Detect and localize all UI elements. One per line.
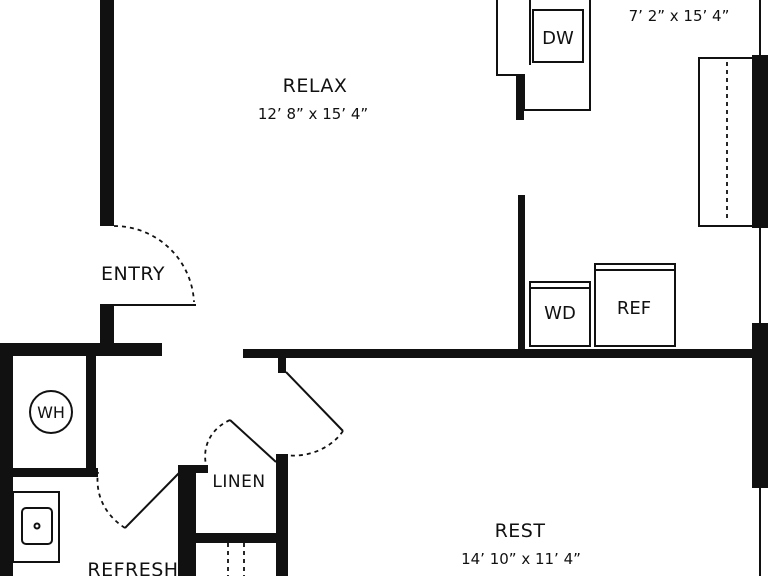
room-labels: RELAX 12’ 8” x 15’ 4” 7’ 2” x 15’ 4” ENT… [87,7,729,576]
wall-wh-west [0,343,13,576]
refresh-door-swing [96,471,126,529]
wall-linen-west [178,465,196,576]
wall-wh-east [86,355,96,472]
wall-corridor-top-left [0,343,162,356]
water-heater-circle [29,390,73,434]
washer-dryer-label: WD [544,303,576,324]
wall-linen-top [178,465,208,473]
refrigerator-box [594,263,676,347]
wall-door-stub [278,356,286,373]
room-rest-name: REST [495,520,546,542]
washer-dryer-box [529,281,591,347]
wall-kitchen-divider-upper [516,75,524,120]
fixtures [12,0,761,576]
refrigerator-label: REF [617,298,651,319]
dishwasher-box [532,9,584,63]
entry-door-swing [113,225,195,303]
east-cabinet [698,57,754,227]
wall-relax-west [100,0,114,226]
room-kitchen-dims: 7’ 2” x 15’ 4” [629,7,730,25]
wall-east-lower [752,323,768,488]
rest-door-swing [285,430,344,457]
room-linen-name: LINEN [212,472,265,492]
kitchen-counter [496,0,591,111]
vanity-counter [12,491,60,563]
wall-kitchen-divider-lower [518,195,525,355]
room-rest-dims: 14’ 10” x 11’ 4” [461,550,581,568]
wall-wh-south [0,468,98,477]
dishwasher-label: DW [542,28,574,49]
linen-door-swing [204,419,231,466]
water-heater-label: WH [37,403,65,422]
sink-drain [33,522,41,530]
room-refresh-name: REFRESH [87,559,178,576]
room-relax-dims: 12’ 8” x 15’ 4” [258,105,368,123]
wall-corridor-top-right [243,349,753,358]
appliances: DW WD REF WH [21,9,676,545]
refresh-door-leaf [124,471,181,529]
room-entry-name: ENTRY [101,263,165,285]
rest-door-leaf [285,371,344,432]
linen-door-leaf [229,419,277,463]
room-relax-name: RELAX [283,75,348,97]
sink-basin [21,507,53,545]
wall-linen-east [276,454,288,576]
wall-linen-bottom [190,533,280,543]
wall-east-upper [752,55,768,228]
